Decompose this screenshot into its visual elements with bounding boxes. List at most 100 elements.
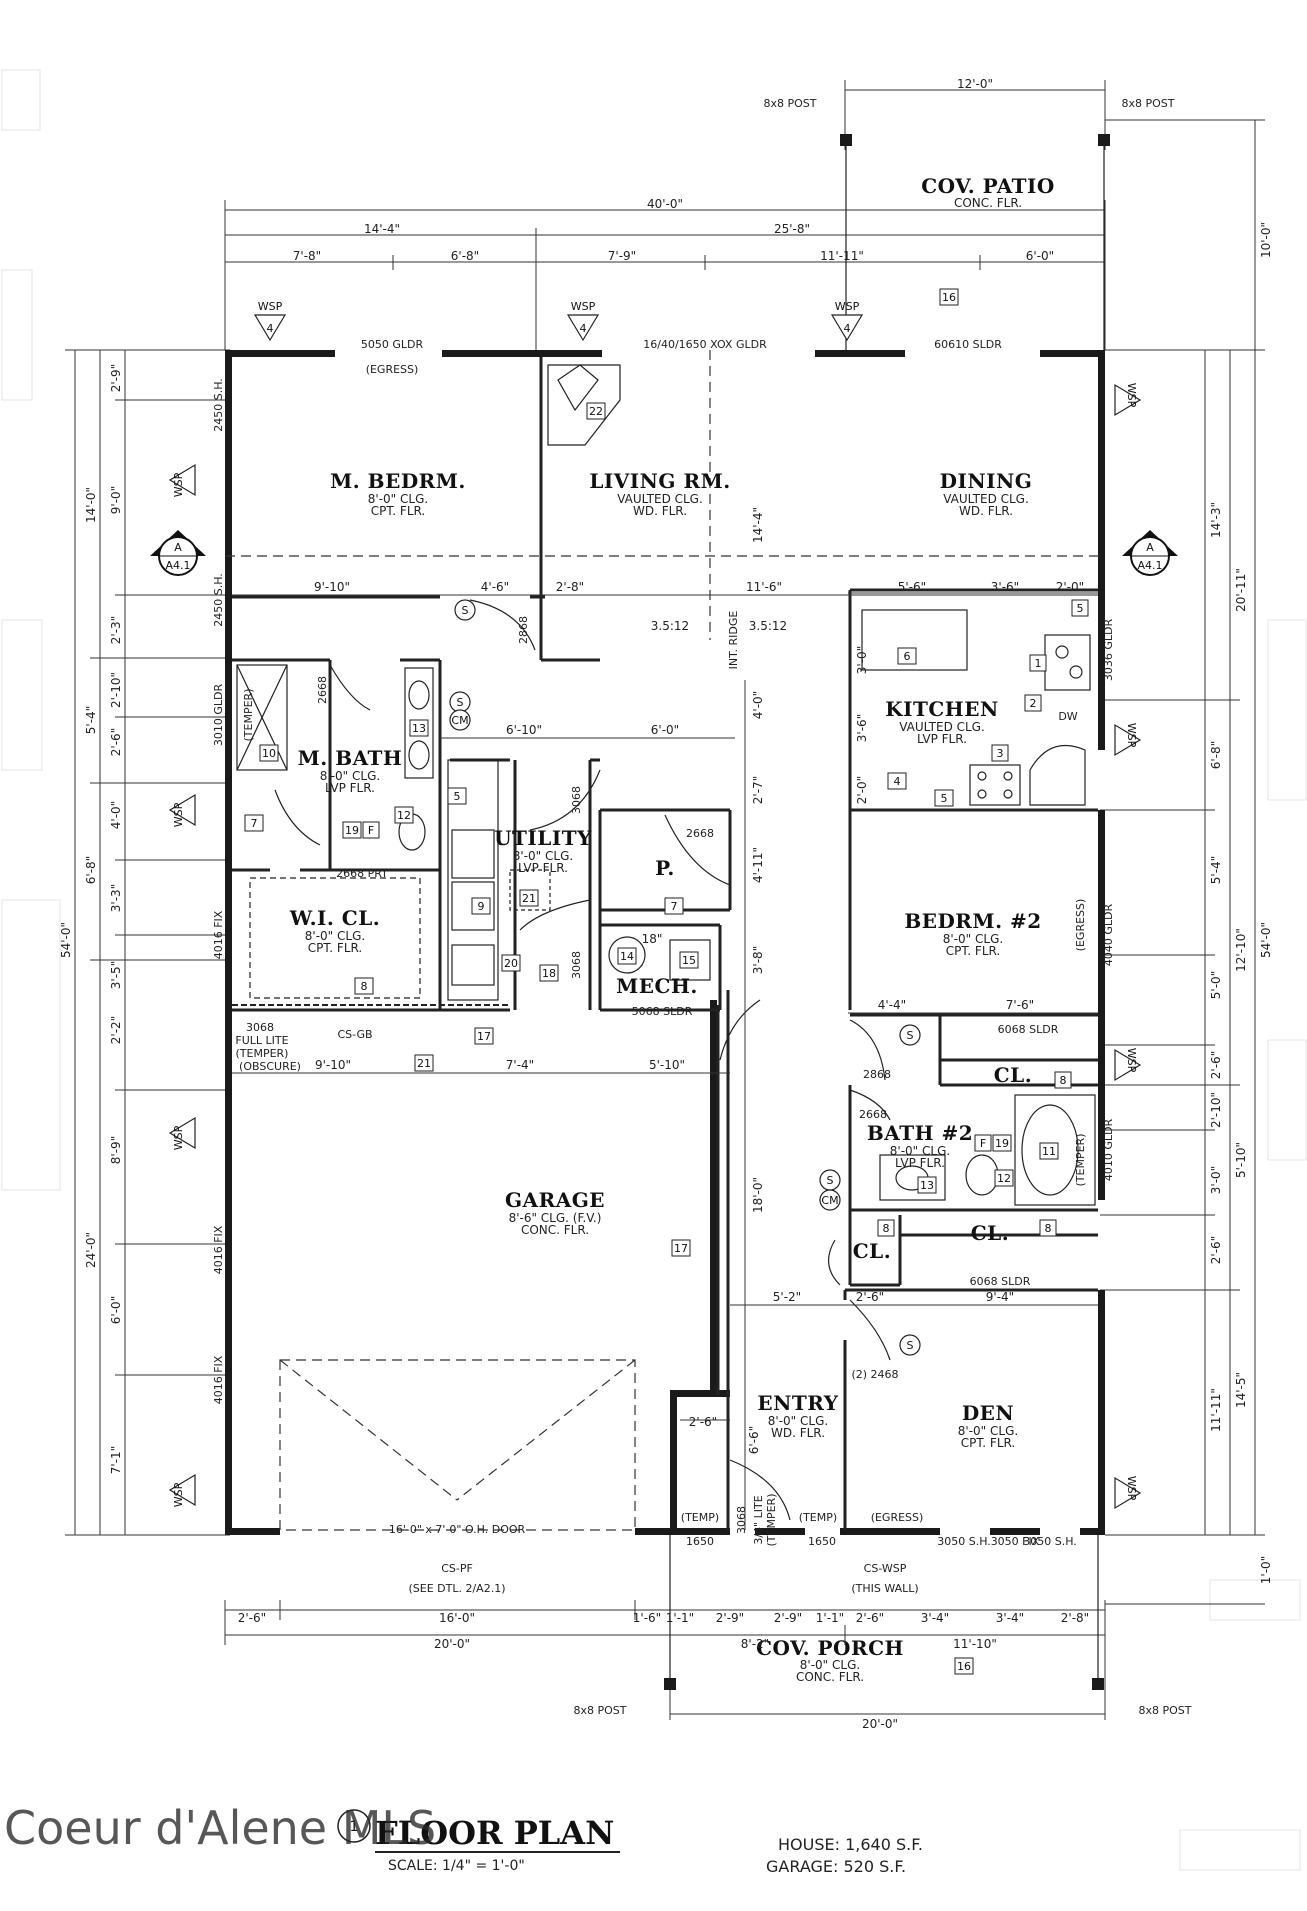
room-porch-name: COV. PORCH (756, 1636, 904, 1660)
smoke-label-5: S (907, 1339, 914, 1352)
room-patio-name: COV. PATIO (921, 174, 1055, 198)
dim-bottom-b1: 2'-6" (238, 1611, 266, 1625)
tag-8-a: 8 (361, 980, 368, 993)
tag-2: 2 (1030, 697, 1037, 710)
smoke-label-1: S (462, 604, 469, 617)
dim-bed2-w2: 7'-6" (1006, 998, 1034, 1012)
note-win-3050-sh2: 3050 S.H. (1023, 1535, 1077, 1548)
dim-den-w2: 2'-6" (856, 1290, 884, 1304)
section-marker-left (150, 530, 206, 576)
note-temper-entry: (TEMPER) (765, 1494, 778, 1547)
dim-v3: 2'-7" (751, 776, 765, 804)
dim-left-l10: 8'-9" (109, 1136, 123, 1164)
tag-f-b: F (980, 1137, 986, 1150)
room-kitchen-ceiling: VAULTED CLG. (899, 720, 985, 734)
dim-porch-right: 11'-10" (953, 1637, 997, 1651)
interior-walls (232, 357, 1098, 1530)
dim-left-mid2: 6'-8" (84, 856, 98, 884)
door-swings (274, 599, 891, 1521)
note-post-tl: 8x8 POST (764, 97, 817, 110)
wsp-label-6: WSP (172, 1125, 185, 1150)
dim-bottom-b3: 1'-6" (633, 1611, 661, 1625)
room-garage-floor: CONC. FLR. (521, 1223, 589, 1237)
bottom-dimensions (224, 1600, 1106, 1720)
note-win-1650-b: 1650 (808, 1535, 836, 1548)
note-win-4016-c: 4016 FIX (212, 1355, 225, 1404)
note-win-dining: 60610 SLDR (934, 338, 1002, 351)
note-int-ridge: INT. RIDGE (727, 611, 740, 670)
dim-bottom-b6: 2'-9" (774, 1611, 802, 1625)
tag-10: 10 (262, 747, 276, 760)
note-door-3068-full: 3068 (246, 1021, 274, 1034)
dim-top-d3: 7'-9" (608, 249, 636, 263)
note-win-2450-b: 2450 S.H. (212, 573, 225, 627)
note-egress-b2: (EGRESS) (1074, 899, 1087, 952)
dim-right-r7: 3'-0" (1209, 1166, 1223, 1194)
note-door-2668-a: 2668 (316, 676, 329, 704)
dim-v1: 14'-4" (751, 507, 765, 543)
dim-left-overall: 54'-0" (59, 922, 73, 958)
room-dining-name: DINING (940, 469, 1033, 493)
dim-int-i1: 4'-6" (481, 580, 509, 594)
dim-right-r9: 11'-11" (1209, 1388, 1223, 1432)
room-porch-ceiling: 8'-0" CLG. (800, 1658, 860, 1672)
dim-garage-g2: 7'-4" (506, 1058, 534, 1072)
tag-8-d: 8 (1045, 1222, 1052, 1235)
dim-bottom-b7: 1'-1" (816, 1611, 844, 1625)
note-win-3010: 3010 GLDR (212, 684, 225, 747)
wsp-label-3: WSP (835, 300, 860, 313)
dim-left-l11: 6'-0" (109, 1296, 123, 1324)
tag-5-b: 5 (941, 792, 948, 805)
dim-bottom-b9: 3'-4" (921, 1611, 949, 1625)
note-garage-door: 16'-0" x 7'-0" O.H. DOOR (389, 1523, 526, 1536)
title-circle-num: 1 (350, 1819, 359, 1835)
tag-21-b: 21 (417, 1057, 431, 1070)
bath2-fixtures (879, 1094, 1096, 1206)
dim-top-d4: 11'-11" (820, 249, 864, 263)
room-dining-floor: WD. FLR. (959, 504, 1013, 518)
dim-bed2-w1: 4'-4" (878, 998, 906, 1012)
tag-5-a: 5 (454, 790, 461, 803)
dim-kitchen-k2: 3'-6" (991, 580, 1019, 594)
dim-entry-e1: 2'-6" (689, 1415, 717, 1429)
left-dimensions (65, 349, 230, 1536)
room-master-bedroom-floor: CPT. FLR. (371, 504, 425, 518)
tag-9: 9 (478, 900, 485, 913)
dim-top-d2: 6'-8" (451, 249, 479, 263)
tag-4: 4 (894, 775, 901, 788)
dim-v2: 4'-0" (751, 691, 765, 719)
room-walk-in-closet-floor: CPT. FLR. (308, 941, 362, 955)
covered-patio (840, 134, 1110, 350)
dim-overall-width: 40'-0" (647, 197, 683, 211)
section-marker-right-sheet: A4.1 (1137, 559, 1162, 572)
dim-left-l6: 4'-0" (109, 801, 123, 829)
dim-right-r8: 2'-6" (1209, 1236, 1223, 1264)
note-win-2450-a: 2450 S.H. (212, 378, 225, 432)
wsp-label-5: WSP (172, 802, 185, 827)
smoke-label-2: S (457, 696, 464, 709)
mech-fixtures (608, 936, 711, 981)
wsp-num-3: 4 (844, 322, 851, 335)
covered-porch (664, 1535, 1104, 1690)
note-post-br: 8x8 POST (1139, 1704, 1192, 1717)
dim-left-lower: 24'-0" (84, 1232, 98, 1268)
note-win-4010: 4010 GLDR (1102, 1119, 1115, 1182)
note-temper-b2: (TEMPER) (1074, 1134, 1087, 1187)
note-lite: 3/4" LITE (752, 1495, 765, 1544)
dim-top-d5: 6'-0" (1026, 249, 1054, 263)
room-living-ceiling: VAULTED CLG. (617, 492, 703, 506)
dim-utility-u1: 6'-10" (506, 723, 542, 737)
dim-garage-g1: 9'-10" (315, 1058, 351, 1072)
note-post-bl: 8x8 POST (574, 1704, 627, 1717)
room-kitchen-floor: LVP FLR. (917, 732, 967, 746)
tag-20: 20 (504, 957, 518, 970)
tag-12-b: 12 (997, 1172, 1011, 1185)
smoke-label-4: S (827, 1174, 834, 1187)
dim-left-l2: 9'-0" (109, 486, 123, 514)
room-closet1-name: CL. (994, 1063, 1032, 1087)
dim-kitchen-v3: 2'-0" (855, 776, 869, 804)
tag-8-b: 8 (1060, 1074, 1067, 1087)
room-utility-ceiling: 8'-0" CLG. (513, 849, 573, 863)
room-porch-floor: CONC. FLR. (796, 1670, 864, 1684)
tag-5-c: 5 (1077, 602, 1084, 615)
